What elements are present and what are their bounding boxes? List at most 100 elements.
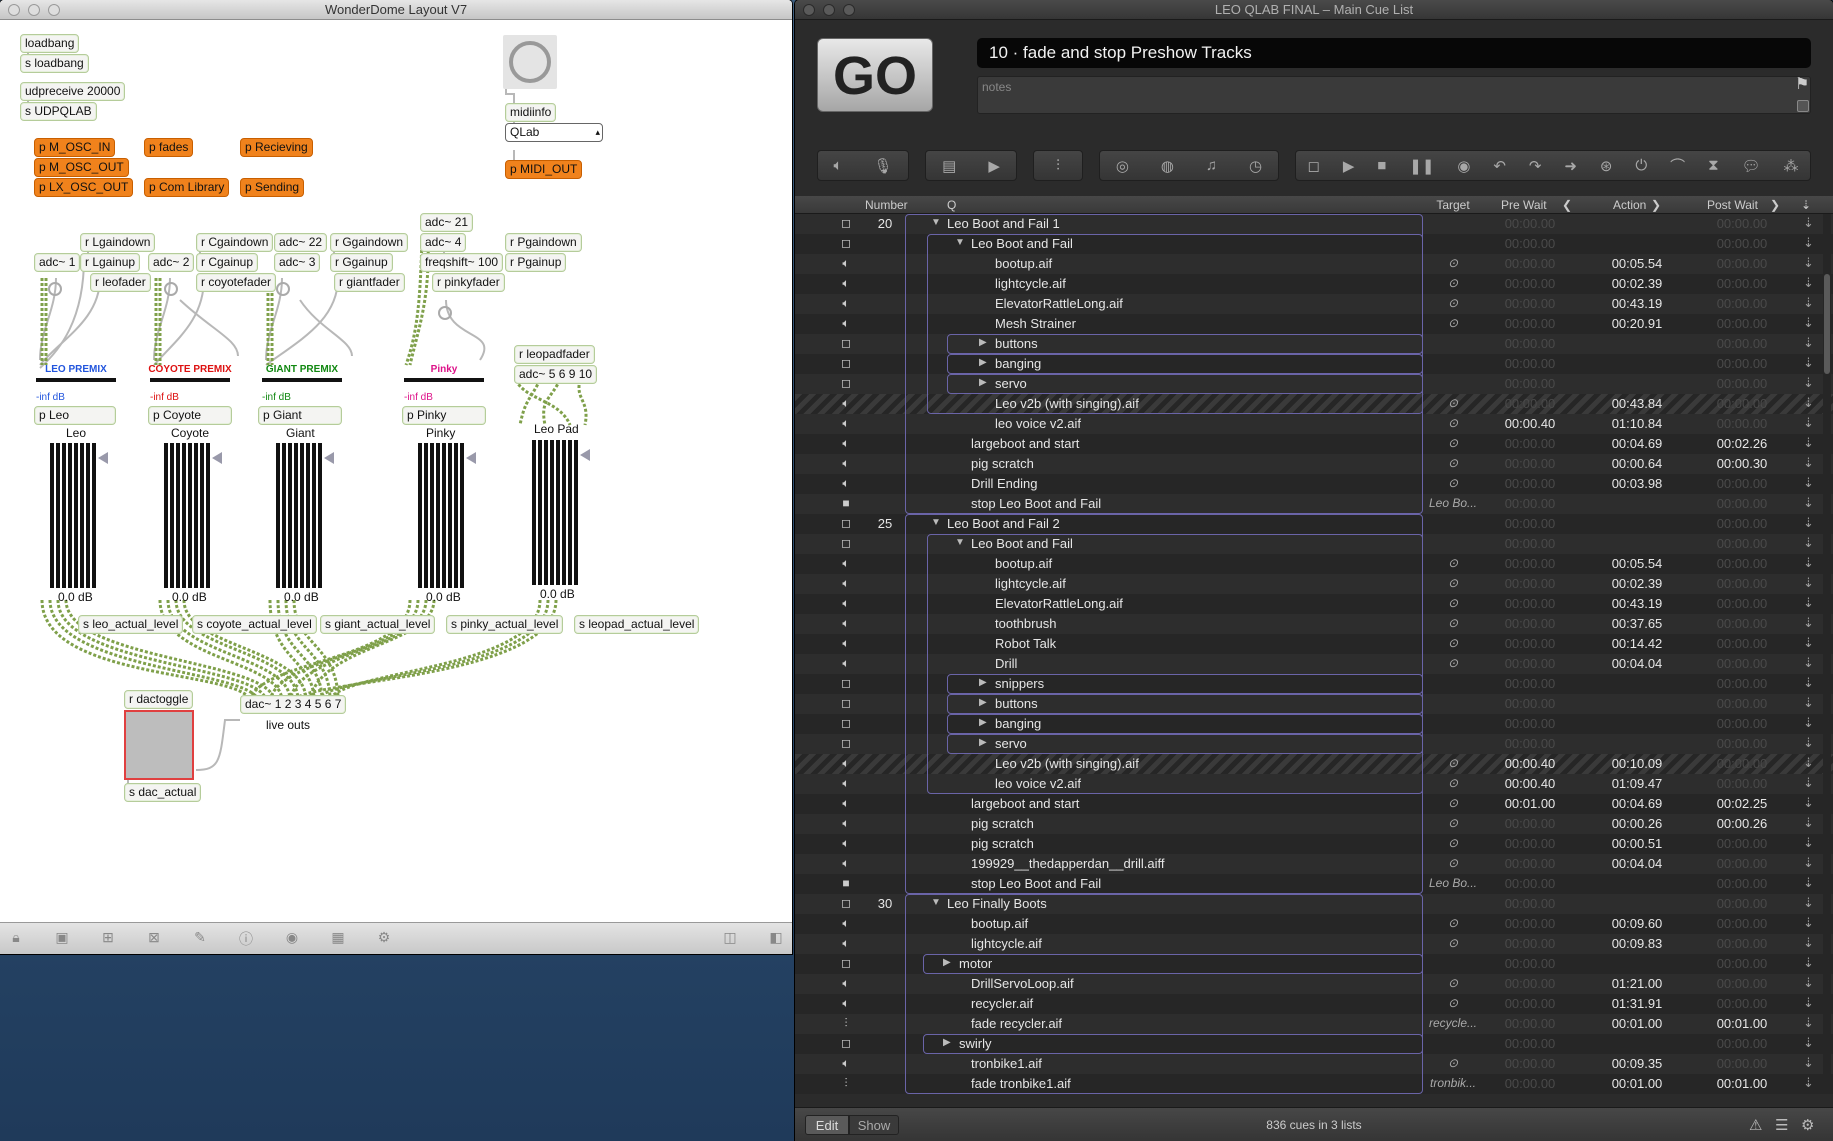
- cue-name[interactable]: 199929__thedapperdan__drill.aiff: [971, 856, 1165, 871]
- disclosure-closed-icon[interactable]: ▶: [979, 337, 987, 348]
- action-column-header[interactable]: Action: [1613, 198, 1647, 212]
- fade-cue-icon[interactable]: ⫶: [1056, 157, 1060, 174]
- p-leo-object[interactable]: p Leo: [34, 406, 116, 425]
- cue-prewait[interactable]: 00:00.00: [1504, 236, 1556, 251]
- info-icon[interactable]: ⓘ: [239, 931, 253, 947]
- cue-prewait[interactable]: 00:00.00: [1504, 556, 1556, 571]
- zoom-window-button[interactable]: [48, 4, 60, 16]
- cue-target[interactable]: tronbik...: [1429, 1076, 1477, 1090]
- cue-name[interactable]: Mesh Strainer: [995, 316, 1076, 331]
- chevron-right-icon[interactable]: ❯: [1651, 198, 1662, 212]
- cue-prewait[interactable]: 00:00.40: [1504, 416, 1556, 431]
- target-cue-icon[interactable]: ⊛: [1599, 157, 1613, 175]
- p-m-osc-in-object[interactable]: p M_OSC_IN: [34, 138, 116, 157]
- coyote-premix-slider[interactable]: [150, 378, 230, 382]
- cue-action[interactable]: 00:04.69: [1611, 796, 1663, 811]
- adc-21-object[interactable]: adc~ 21: [420, 213, 474, 232]
- cue-postwait[interactable]: 00:00.00: [1716, 916, 1768, 931]
- target-icon[interactable]: ⊙: [1447, 756, 1459, 770]
- grid-icon[interactable]: ▦: [331, 929, 345, 945]
- stop-cue-icon[interactable]: ■: [1377, 157, 1387, 174]
- s-leo-actual-object[interactable]: s leo_actual_level: [78, 615, 184, 634]
- cue-action[interactable]: 00:00.64: [1611, 456, 1663, 471]
- cue-prewait[interactable]: 00:00.00: [1504, 356, 1556, 371]
- cue-postwait[interactable]: 00:00.00: [1716, 1036, 1768, 1051]
- snapshot-icon[interactable]: ⚙: [377, 929, 391, 945]
- cue-prewait[interactable]: 00:01.00: [1504, 796, 1556, 811]
- disclosure-closed-icon[interactable]: ▶: [943, 957, 951, 968]
- target-icon[interactable]: ⊙: [1447, 416, 1459, 430]
- leo-premix-slider[interactable]: [36, 378, 116, 382]
- cue-prewait[interactable]: 00:00.00: [1504, 676, 1556, 691]
- s-pinky-actual-object[interactable]: s pinky_actual_level: [446, 615, 564, 634]
- more-cues-icon[interactable]: ⁂: [1783, 157, 1799, 175]
- cue-name[interactable]: Leo v2b (with singing).aif: [995, 396, 1139, 411]
- cue-name[interactable]: toothbrush: [995, 616, 1057, 631]
- cue-name[interactable]: Leo Boot and Fail 2: [947, 516, 1060, 531]
- midi-cue-icon[interactable]: ♫: [1205, 157, 1218, 174]
- cue-postwait[interactable]: 00:00.00: [1716, 936, 1768, 951]
- cue-list-scrollbar[interactable]: [1823, 214, 1831, 1094]
- target-icon[interactable]: ⊙: [1447, 996, 1459, 1010]
- adc-22-object[interactable]: adc~ 22: [274, 233, 328, 252]
- light-cue-icon[interactable]: ◎: [1115, 157, 1130, 175]
- giant-dial[interactable]: [276, 282, 290, 296]
- giant-premix-slider[interactable]: [262, 378, 342, 382]
- cue-name[interactable]: lightcycle.aif: [995, 276, 1066, 291]
- cue-action[interactable]: 00:04.69: [1611, 436, 1663, 451]
- cue-postwait[interactable]: 00:00.00: [1716, 996, 1768, 1011]
- cue-prewait[interactable]: 00:00.00: [1504, 256, 1556, 271]
- cue-name[interactable]: DrillServoLoop.aif: [971, 976, 1074, 991]
- r-cgainup-object[interactable]: r Cgainup: [196, 253, 259, 272]
- cue-prewait[interactable]: 00:00.00: [1504, 436, 1556, 451]
- cue-prewait[interactable]: 00:00.00: [1504, 836, 1556, 851]
- target-icon[interactable]: ⊙: [1447, 316, 1459, 330]
- r-lgainup-object[interactable]: r Lgainup: [80, 253, 141, 272]
- cue-prewait[interactable]: 00:00.00: [1504, 976, 1556, 991]
- cue-action[interactable]: 01:31.91: [1611, 996, 1663, 1011]
- cue-name[interactable]: bootup.aif: [995, 256, 1053, 271]
- r-ggainup-object[interactable]: r Ggainup: [330, 253, 393, 272]
- close-window-button[interactable]: [8, 4, 20, 16]
- cue-postwait[interactable]: 00:00.00: [1716, 856, 1768, 871]
- cue-name[interactable]: largeboot and start: [971, 436, 1080, 451]
- leo-dial[interactable]: [48, 282, 62, 296]
- cue-prewait[interactable]: 00:00.00: [1504, 336, 1556, 351]
- s-dac-actual-object[interactable]: s dac_actual: [124, 783, 202, 802]
- notes-field[interactable]: notes: [977, 76, 1811, 114]
- cue-action[interactable]: 00:43.84: [1611, 396, 1663, 411]
- target-icon[interactable]: ⊙: [1447, 836, 1459, 850]
- cue-prewait[interactable]: 00:00.00: [1504, 516, 1556, 531]
- cue-action[interactable]: 00:43.19: [1611, 296, 1663, 311]
- cue-prewait[interactable]: 00:00.00: [1504, 296, 1556, 311]
- s-leopad-actual-object[interactable]: s leopad_actual_level: [574, 615, 700, 634]
- cue-name[interactable]: banging: [995, 356, 1042, 371]
- leopad-gain-arrow-icon[interactable]: [580, 449, 590, 461]
- disclosure-closed-icon[interactable]: ▶: [979, 717, 987, 728]
- cue-name[interactable]: Leo v2b (with singing).aif: [995, 756, 1139, 771]
- cue-postwait[interactable]: 00:00.00: [1716, 836, 1768, 851]
- p-coyote-object[interactable]: p Coyote: [148, 406, 232, 425]
- list-icon[interactable]: ☰: [1775, 1117, 1789, 1134]
- cue-name[interactable]: fade tronbike1.aif: [971, 1076, 1071, 1091]
- cue-name[interactable]: Robot Talk: [995, 636, 1057, 651]
- cue-name[interactable]: stop Leo Boot and Fail: [971, 496, 1102, 511]
- target-icon[interactable]: ⊙: [1447, 616, 1459, 630]
- cue-name[interactable]: Drill Ending: [971, 476, 1038, 491]
- cue-postwait[interactable]: 00:00.00: [1716, 636, 1768, 651]
- presentation-icon[interactable]: ▣: [55, 929, 69, 945]
- pinky-dial[interactable]: [438, 306, 452, 320]
- cue-postwait[interactable]: 00:00.00: [1716, 376, 1768, 391]
- arm-cue-icon[interactable]: ⏻: [1635, 157, 1648, 174]
- cue-action[interactable]: 01:09.47: [1611, 776, 1663, 791]
- sidebar-right-icon[interactable]: ◧: [769, 929, 783, 945]
- cue-postwait[interactable]: 00:00.00: [1716, 236, 1768, 251]
